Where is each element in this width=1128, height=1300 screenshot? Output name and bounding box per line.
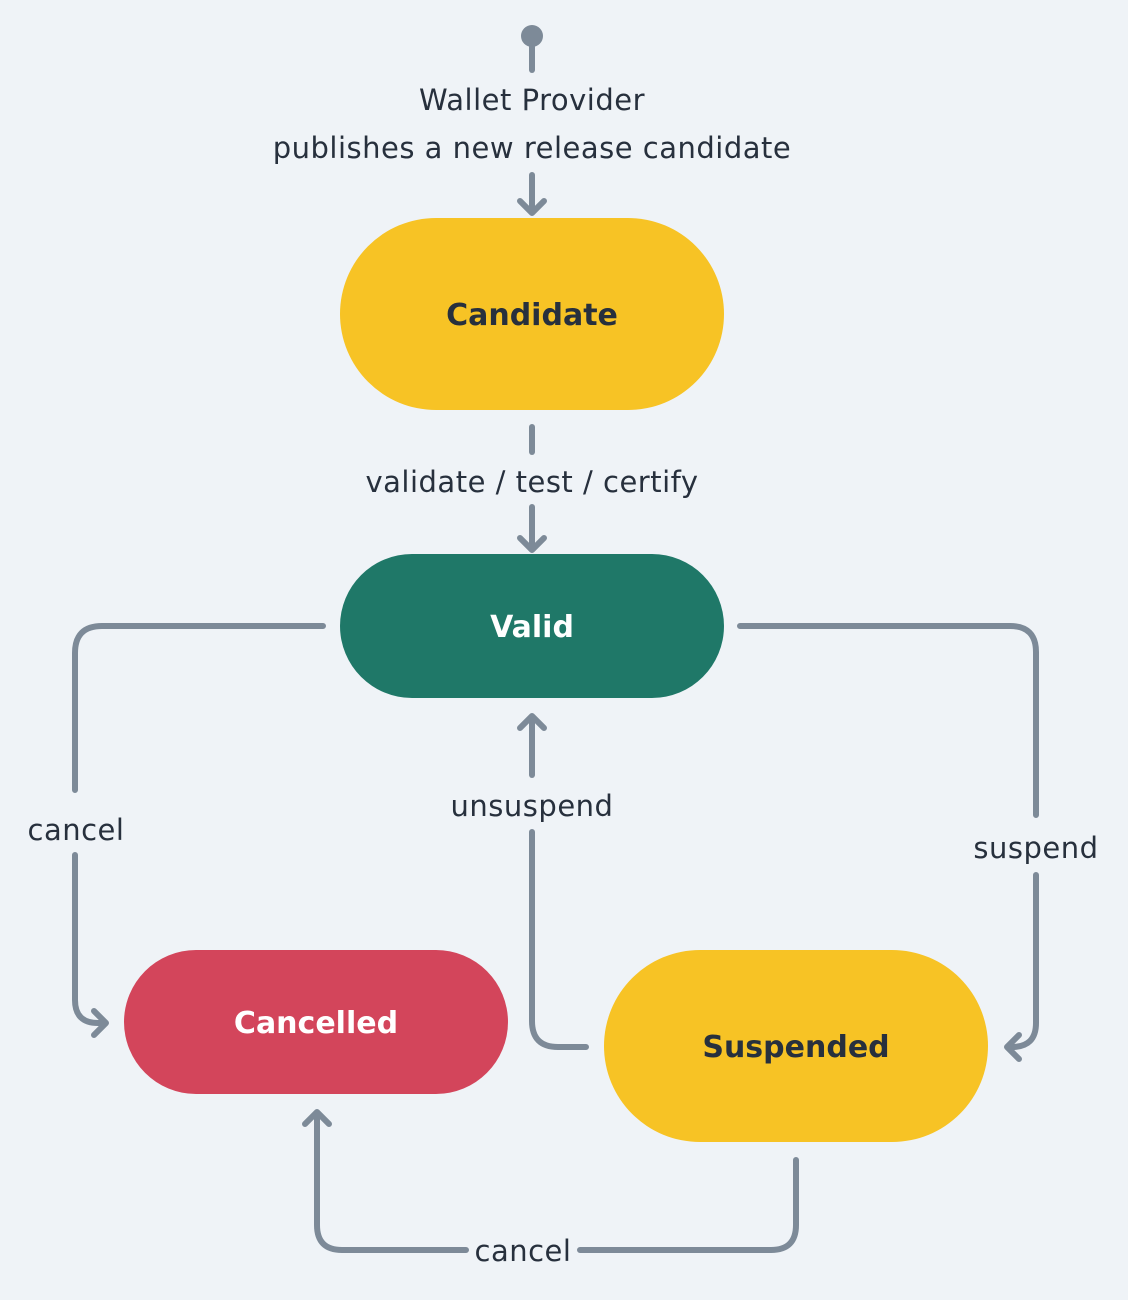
start-dot — [521, 25, 543, 47]
candidate-label: Candidate — [446, 298, 618, 333]
edge-suspend — [737, 623, 1039, 1062]
state-suspended[interactable]: Suspended — [604, 950, 988, 1142]
valid-shape — [340, 554, 724, 698]
edge-label-unsuspend: unsuspend — [451, 789, 614, 823]
edge-label-cancel-from-suspended: cancel — [475, 1234, 572, 1268]
suspended-label: Suspended — [702, 1030, 889, 1065]
start-marker — [521, 25, 543, 73]
state-valid[interactable]: Valid — [340, 554, 724, 698]
candidate-shape — [340, 218, 724, 410]
start-label-line2: publishes a new release candidate — [273, 131, 792, 165]
start-label-line1: Wallet Provider — [419, 83, 645, 117]
edge-label-validate: validate / test / certify — [365, 465, 698, 499]
state-candidate[interactable]: Candidate — [340, 218, 724, 410]
arrowhead-icon — [517, 713, 547, 731]
valid-label: Valid — [490, 610, 574, 645]
cancelled-label: Cancelled — [234, 1006, 398, 1041]
arrowhead-icon — [1004, 1032, 1022, 1062]
arrowhead-icon — [517, 535, 547, 553]
edge-cancel-from-valid — [72, 623, 326, 1038]
arrowhead-icon — [517, 198, 547, 216]
edge-label-cancel-from-valid: cancel — [28, 813, 125, 847]
edge-cancel-from-suspended — [302, 1109, 799, 1253]
arrowhead-icon — [91, 1008, 109, 1038]
state-cancelled[interactable]: Cancelled — [124, 950, 508, 1094]
suspended-shape — [604, 950, 988, 1142]
edge-start-to-candidate — [517, 172, 547, 216]
cancelled-shape — [124, 950, 508, 1094]
edge-label-suspend: suspend — [973, 831, 1098, 865]
edge-unsuspend — [517, 713, 589, 1050]
arrowhead-icon — [302, 1109, 332, 1127]
edge-validate — [517, 424, 547, 553]
